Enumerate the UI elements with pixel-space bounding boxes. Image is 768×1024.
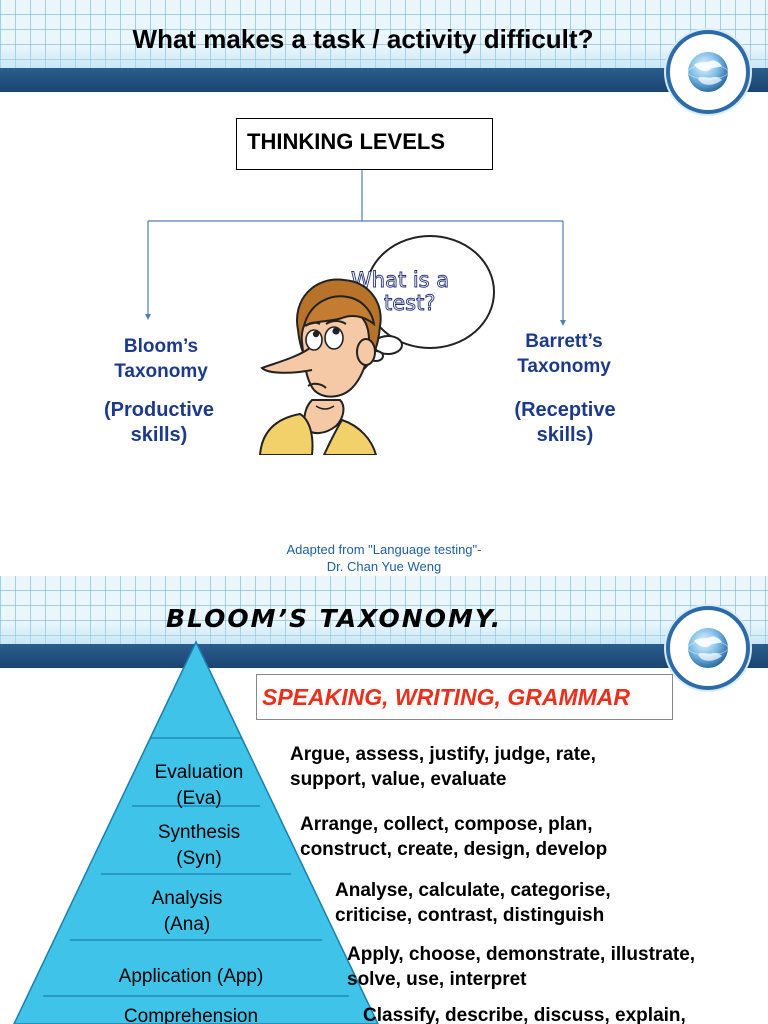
level-comprehension: Comprehension [123, 1006, 259, 1024]
globe-icon [687, 628, 729, 668]
svg-text:What is a: What is a [351, 268, 449, 292]
connector-lines [145, 170, 566, 326]
header-grid-band [0, 0, 768, 68]
globe-icon [687, 52, 729, 92]
level-application: Application (App) [118, 966, 264, 987]
barretts-skills-label: (Receptive skills) [514, 399, 616, 446]
verbs-comprehension: Classify, describe, discuss, explain, [363, 1005, 686, 1024]
verbs-evaluation: Argue, assess, justify, judge, rate, sup… [290, 744, 596, 790]
verbs-analysis: Analyse, calculate, categorise, criticis… [335, 880, 611, 926]
verbs-synthesis: Arrange, collect, compose, plan, constru… [300, 814, 608, 860]
header-navy-bar [0, 68, 768, 92]
header-navy-bar [0, 644, 768, 668]
verbs-application: Apply, choose, demonstrate, illustrate, … [347, 944, 696, 990]
blooms-skills-label: (Productive skills) [103, 399, 215, 446]
thinking-man-illustration: What is a test? [258, 235, 495, 455]
level-synthesis: Synthesis (Syn) [157, 822, 241, 869]
bloom-pyramid [13, 640, 379, 1024]
svg-text:test?: test? [384, 291, 435, 315]
thinking-levels-box: THINKING LEVELS [236, 118, 493, 170]
level-analysis: Analysis (Ana) [151, 888, 223, 935]
level-evaluation: Evaluation (Eva) [154, 762, 244, 809]
header-grid-band [0, 576, 768, 644]
skills-heading-box: SPEAKING, WRITING, GRAMMAR [256, 674, 673, 720]
barretts-taxonomy-label: Barrett’s Taxonomy [517, 331, 611, 377]
globe-badge [666, 30, 750, 114]
blooms-taxonomy-label: Bloom’s Taxonomy [114, 336, 208, 382]
slide-title: What makes a task / activity difficult? [132, 24, 594, 54]
globe-badge [666, 606, 750, 690]
slide-title: BLOOM’S TAXONOMY. [166, 604, 503, 633]
thought-bubble: What is a test? [351, 235, 495, 362]
slide-blooms-taxonomy: BLOOM’S TAXONOMY. SPEAKING, WRITING, GRA… [0, 576, 768, 1024]
source-credit: Adapted from "Language testing"- Dr. Cha… [286, 542, 482, 574]
slide-thinking-levels: What makes a task / activity difficult? … [0, 0, 768, 576]
